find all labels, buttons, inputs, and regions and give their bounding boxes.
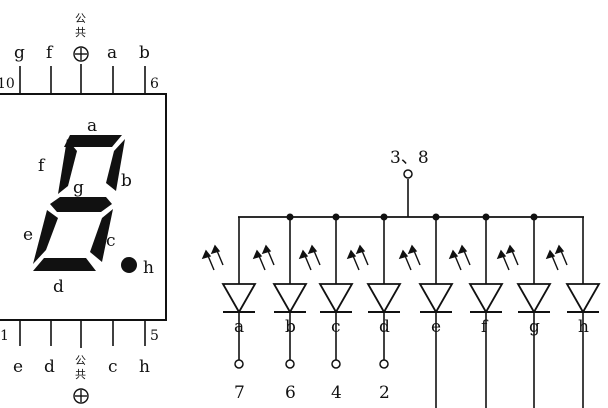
pin-terminal [379,359,389,369]
led-label-f: f [481,317,489,337]
led-a: a7 [201,217,257,403]
junction-dot [380,213,388,221]
led-pin-6: 6 [285,383,296,403]
bottom-pin-number-1: 1 [0,328,9,344]
led-pin-4: 4 [331,383,342,403]
light-emission-icon [252,244,275,271]
bottom-pin-label-h: h [139,357,150,377]
led-c: c4 [298,213,354,403]
junction-dot [286,213,294,221]
light-emission-icon [448,244,471,271]
light-emission-icon [346,244,369,271]
segment-label-a: a [87,116,97,136]
top-pin-number-6: 6 [150,76,159,92]
diode-symbol [221,283,257,314]
top-pin-label-f: f [46,43,54,63]
pin-terminal [331,359,341,369]
bottom-pin-label-e: e [13,357,23,377]
segment-label-b: b [121,171,132,191]
common-terminal [403,169,413,179]
led-pin-7: 7 [234,383,245,403]
segment-label-e: e [23,225,33,245]
led-b: b6 [252,213,308,403]
segment-b [106,139,125,191]
junction-dot [332,213,340,221]
light-emission-icon [545,244,568,271]
light-emission-icon [298,244,321,271]
junction-dot [432,213,440,221]
bottom-pin-number-5: 5 [150,328,159,344]
bottom-pin-label-c: c [108,357,118,377]
diode-symbol [318,283,354,314]
led-circuit: 3、8 a7b6c4d2e fgh [201,148,601,408]
segment-c [90,209,113,262]
top-common-terminal-icon [73,46,89,62]
segment-a [64,135,122,147]
light-emission-icon [496,244,519,271]
led-g: g [496,213,552,408]
top-common-char-1: 公 [75,12,86,25]
led-pin-2: 2 [379,383,390,403]
diode-symbol [565,283,601,314]
segment-label-h: h [143,258,154,278]
diode-symbol [366,283,402,314]
segment-g [50,197,112,212]
led-h: h [545,217,601,408]
segment-label-g: g [73,178,84,198]
segment-f [58,139,77,194]
bottom-common-char-1: 公 [75,354,86,367]
top-pin-number-10: 10 [0,76,15,92]
top-common-char-2: 共 [75,26,86,39]
segment-label-f: f [38,156,46,176]
top-pin-label-b: b [139,43,150,63]
top-pins [19,64,146,94]
top-pin-label-g: g [14,43,25,63]
diode-symbol [468,283,504,314]
led-array: a7b6c4d2e fgh [201,213,601,408]
diode-symbol [272,283,308,314]
light-emission-icon [398,244,421,271]
segment-d [33,258,96,271]
led-f: f [448,213,504,408]
display-package: g f a b 公 共 10 6 1 5 e d c h 公 共 [0,12,167,404]
segment-label-d: d [53,277,64,297]
bottom-common-terminal-icon [73,388,89,404]
diode-symbol [418,283,454,314]
junction-dot [482,213,490,221]
junction-dot [530,213,538,221]
bottom-pins [19,320,146,348]
common-terminal-label: 3、8 [390,148,429,168]
led-e: e [398,213,454,408]
led-d: d2 [346,213,402,403]
pin-terminal [234,359,244,369]
light-emission-icon [201,244,224,271]
diode-symbol [516,283,552,314]
segment-h-dot [121,257,137,273]
pin-terminal [285,359,295,369]
bottom-pin-label-d: d [44,357,55,377]
segment-label-c: c [106,231,116,251]
top-pin-label-a: a [107,43,117,63]
bottom-common-char-2: 共 [75,368,86,381]
segment-e [33,210,58,264]
segment-digit [33,135,137,273]
